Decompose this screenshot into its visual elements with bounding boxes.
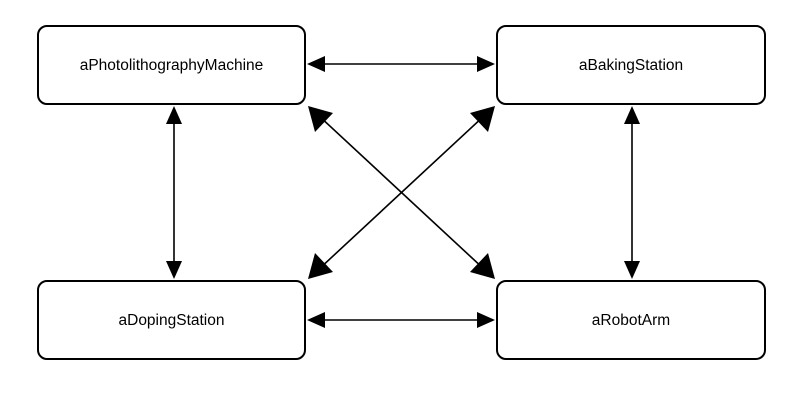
arrow-head-start: [624, 106, 640, 124]
arrow-head-start: [166, 106, 182, 124]
arrow-head-start: [308, 106, 333, 132]
arrow-head-end: [624, 261, 640, 279]
arrow-head-start: [470, 106, 495, 132]
edge-line: [317, 114, 486, 271]
edge-baking-doping[interactable]: [308, 106, 495, 279]
arrow-head-end: [470, 253, 495, 279]
node-baking[interactable]: aBakingStation: [496, 25, 766, 105]
arrow-head-start: [307, 312, 325, 328]
arrow-head-end: [166, 261, 182, 279]
edge-baking-robotarm[interactable]: [624, 106, 640, 279]
edge-photolithography-baking[interactable]: [307, 56, 495, 72]
arrow-head-end: [477, 312, 495, 328]
arrow-head-start: [307, 56, 325, 72]
node-box: [37, 25, 306, 105]
edge-layer: [166, 56, 640, 328]
node-robotarm[interactable]: aRobotArm: [496, 280, 766, 360]
node-box: [496, 25, 766, 105]
edge-doping-robotarm[interactable]: [307, 312, 495, 328]
arrow-head-end: [477, 56, 495, 72]
node-doping[interactable]: aDopingStation: [37, 280, 306, 360]
node-label-baking: aBakingStation: [579, 57, 683, 74]
node-box: [496, 280, 766, 360]
node-layer: aPhotolithographyMachine aBakingStation …: [37, 25, 766, 360]
node-label-robotarm: aRobotArm: [592, 312, 670, 329]
edge-photolithography-doping[interactable]: [166, 106, 182, 279]
arrow-head-end: [308, 253, 333, 279]
node-label-doping: aDopingStation: [119, 312, 225, 329]
node-box: [37, 280, 306, 360]
node-photolithography[interactable]: aPhotolithographyMachine: [37, 25, 306, 105]
node-label-photolithography: aPhotolithographyMachine: [80, 57, 264, 74]
